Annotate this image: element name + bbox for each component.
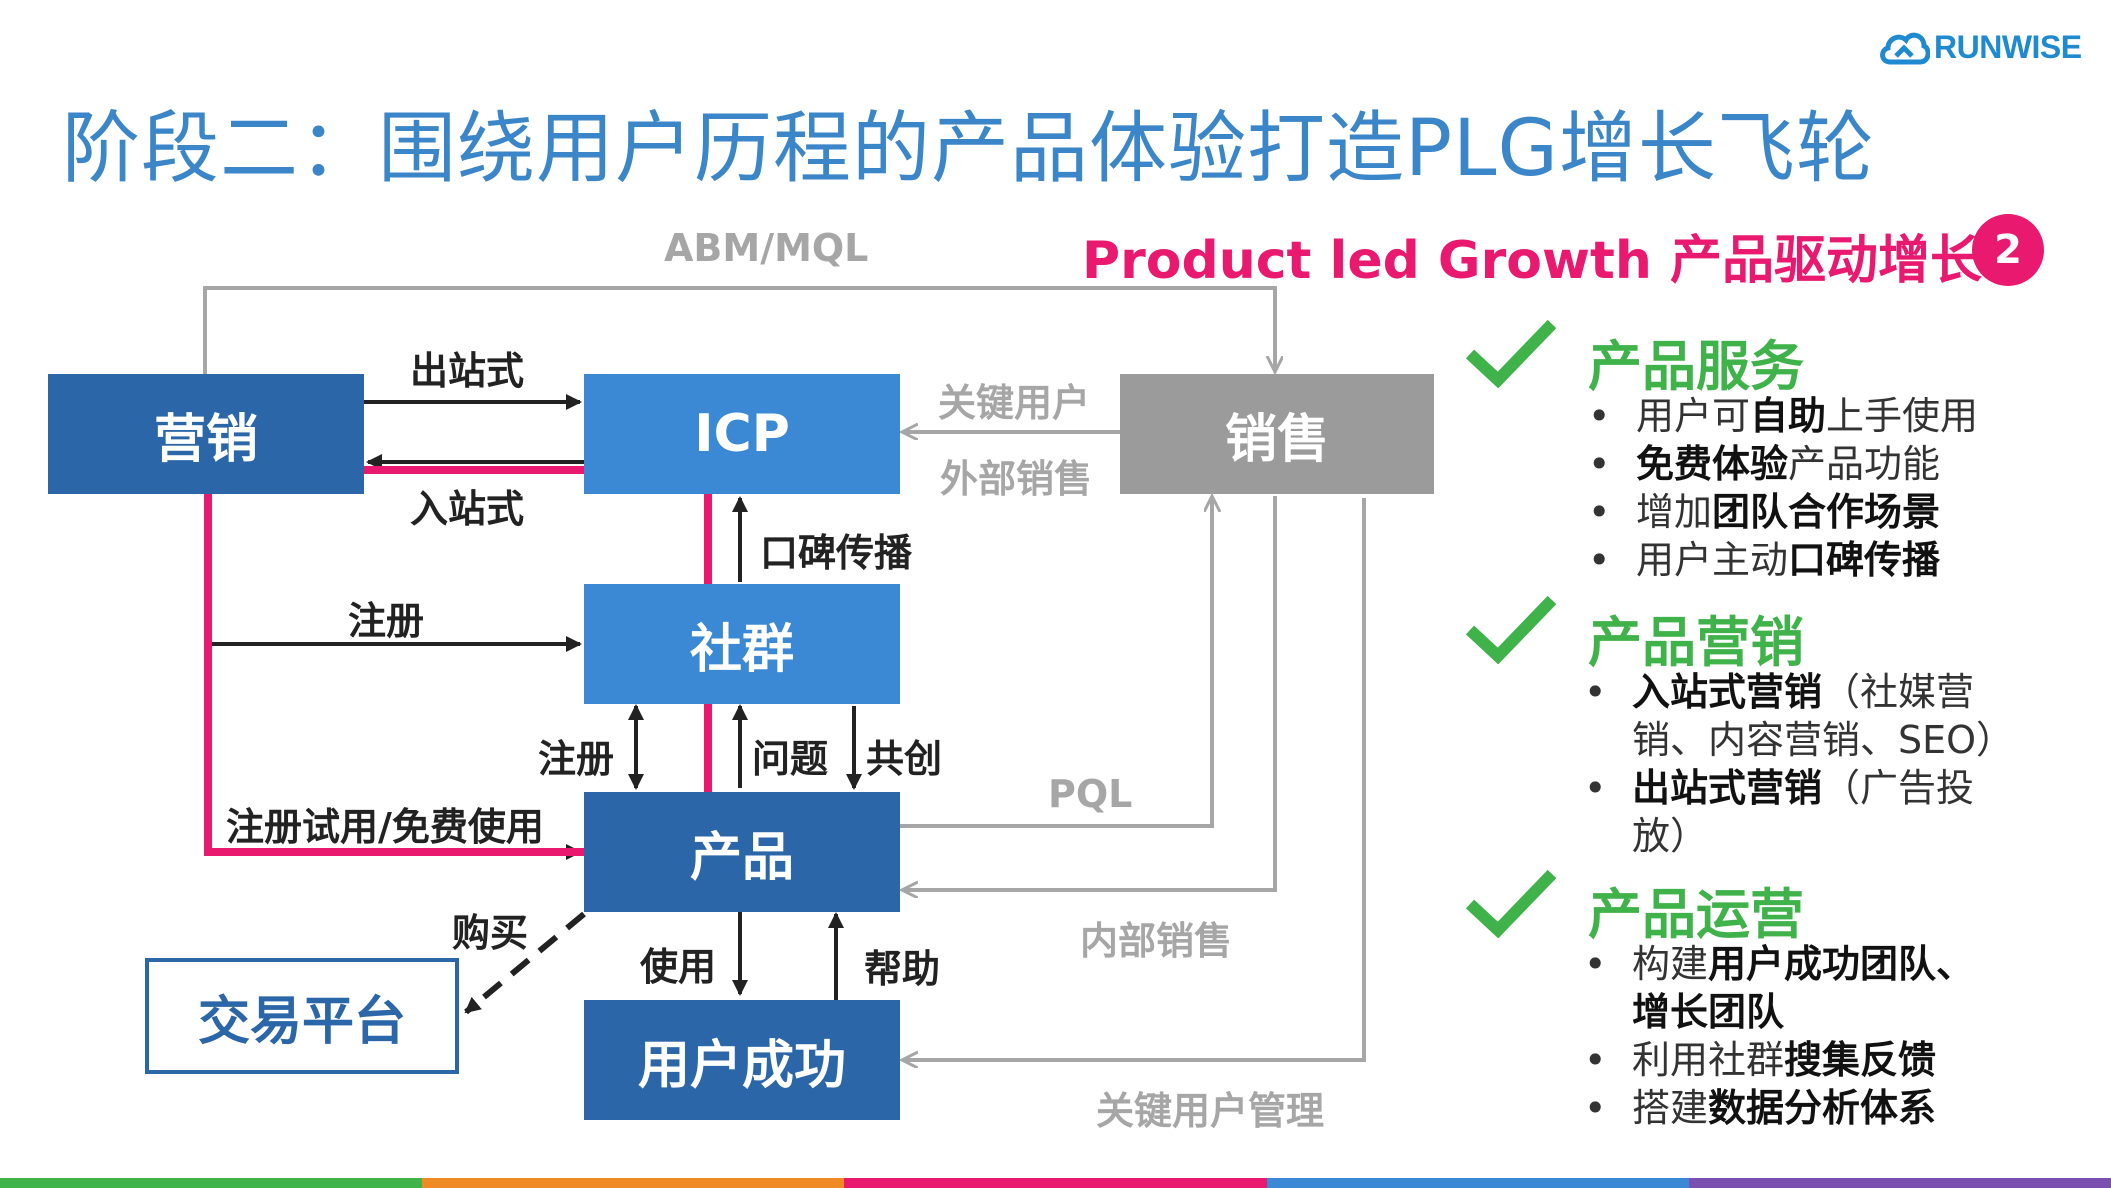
node-product: 产品 bbox=[584, 792, 900, 912]
page-title: 阶段二：围绕用户历程的产品体验打造PLG增长飞轮 bbox=[62, 104, 1875, 194]
check-icon bbox=[1465, 869, 1556, 938]
label-trial: 注册试用/免费使用 bbox=[226, 805, 544, 849]
bullet-item: 构建用户成功团队、增长团队 bbox=[1584, 940, 2012, 1036]
node-community: 社群 bbox=[584, 584, 900, 704]
label-inbound: 入站式 bbox=[410, 487, 525, 531]
label-co-create: 共创 bbox=[866, 737, 943, 781]
edge-key-user-mgmt bbox=[904, 498, 1366, 1060]
bullet-item: 利用社群搜集反馈 bbox=[1584, 1036, 2012, 1084]
bottom-color-bar bbox=[0, 1178, 2111, 1188]
label-issues: 问题 bbox=[752, 737, 829, 781]
stage-number-badge: 2 bbox=[1972, 214, 2044, 286]
node-user-success: 用户成功 bbox=[584, 1000, 900, 1120]
logo-text: RUNWISE bbox=[1934, 29, 2082, 65]
bullet-item: 用户可自助上手使用 bbox=[1588, 392, 2111, 440]
bullet-item: 免费体验产品功能 bbox=[1588, 440, 2111, 488]
section-heading-service: 产品服务 bbox=[1588, 335, 1804, 398]
bar-segment bbox=[1688, 1178, 2111, 1188]
label-pql: PQL bbox=[1048, 772, 1133, 816]
check-icon bbox=[1465, 319, 1556, 388]
node-trade-platform: 交易平台 bbox=[145, 958, 459, 1074]
bar-segment bbox=[1266, 1178, 1689, 1188]
section-heading-operations: 产品运营 bbox=[1588, 883, 1804, 946]
bullet-item: 出站式营销（广告投放） bbox=[1584, 764, 2012, 860]
label-external-sales: 外部销售 bbox=[940, 457, 1093, 501]
label-outbound: 出站式 bbox=[410, 349, 525, 393]
section-heading-marketing: 产品营销 bbox=[1588, 611, 1804, 674]
node-sales: 销售 bbox=[1120, 374, 1434, 494]
label-help: 帮助 bbox=[864, 947, 941, 991]
node-marketing: 营销 bbox=[48, 374, 364, 494]
label-key-user-mgmt: 关键用户管理 bbox=[1096, 1089, 1325, 1133]
label-abm-mql: ABM/MQL bbox=[664, 226, 869, 270]
check-icon bbox=[1465, 595, 1556, 664]
bar-segment bbox=[844, 1178, 1267, 1188]
label-register-product: 注册 bbox=[538, 737, 615, 781]
node-icp: ICP bbox=[584, 374, 900, 494]
bar-segment bbox=[0, 1178, 423, 1188]
label-purchase: 购买 bbox=[452, 911, 529, 955]
label-use: 使用 bbox=[640, 945, 717, 989]
bullet-item: 用户主动口碑传播 bbox=[1588, 536, 2111, 584]
label-word-of-mouth: 口碑传播 bbox=[760, 531, 913, 575]
edge-abm-mql bbox=[203, 286, 1275, 376]
label-key-users: 关键用户 bbox=[938, 381, 1091, 425]
label-internal-sales: 内部销售 bbox=[1080, 919, 1233, 963]
label-register-community: 注册 bbox=[348, 599, 425, 643]
runwise-logo: RUNWISE bbox=[1878, 26, 2082, 70]
cloud-logo-icon bbox=[1880, 32, 1931, 65]
bullet-item: 增加团队合作场景 bbox=[1588, 488, 2111, 536]
bullet-item: 入站式营销（社媒营销、内容营销、SEO） bbox=[1584, 668, 2014, 764]
plg-title: Product led Growth 产品驱动增长 bbox=[1082, 231, 1982, 291]
edge-internal-sales bbox=[904, 496, 1277, 890]
bullet-item: 搭建数据分析体系 bbox=[1584, 1084, 2012, 1132]
bar-segment bbox=[422, 1178, 845, 1188]
